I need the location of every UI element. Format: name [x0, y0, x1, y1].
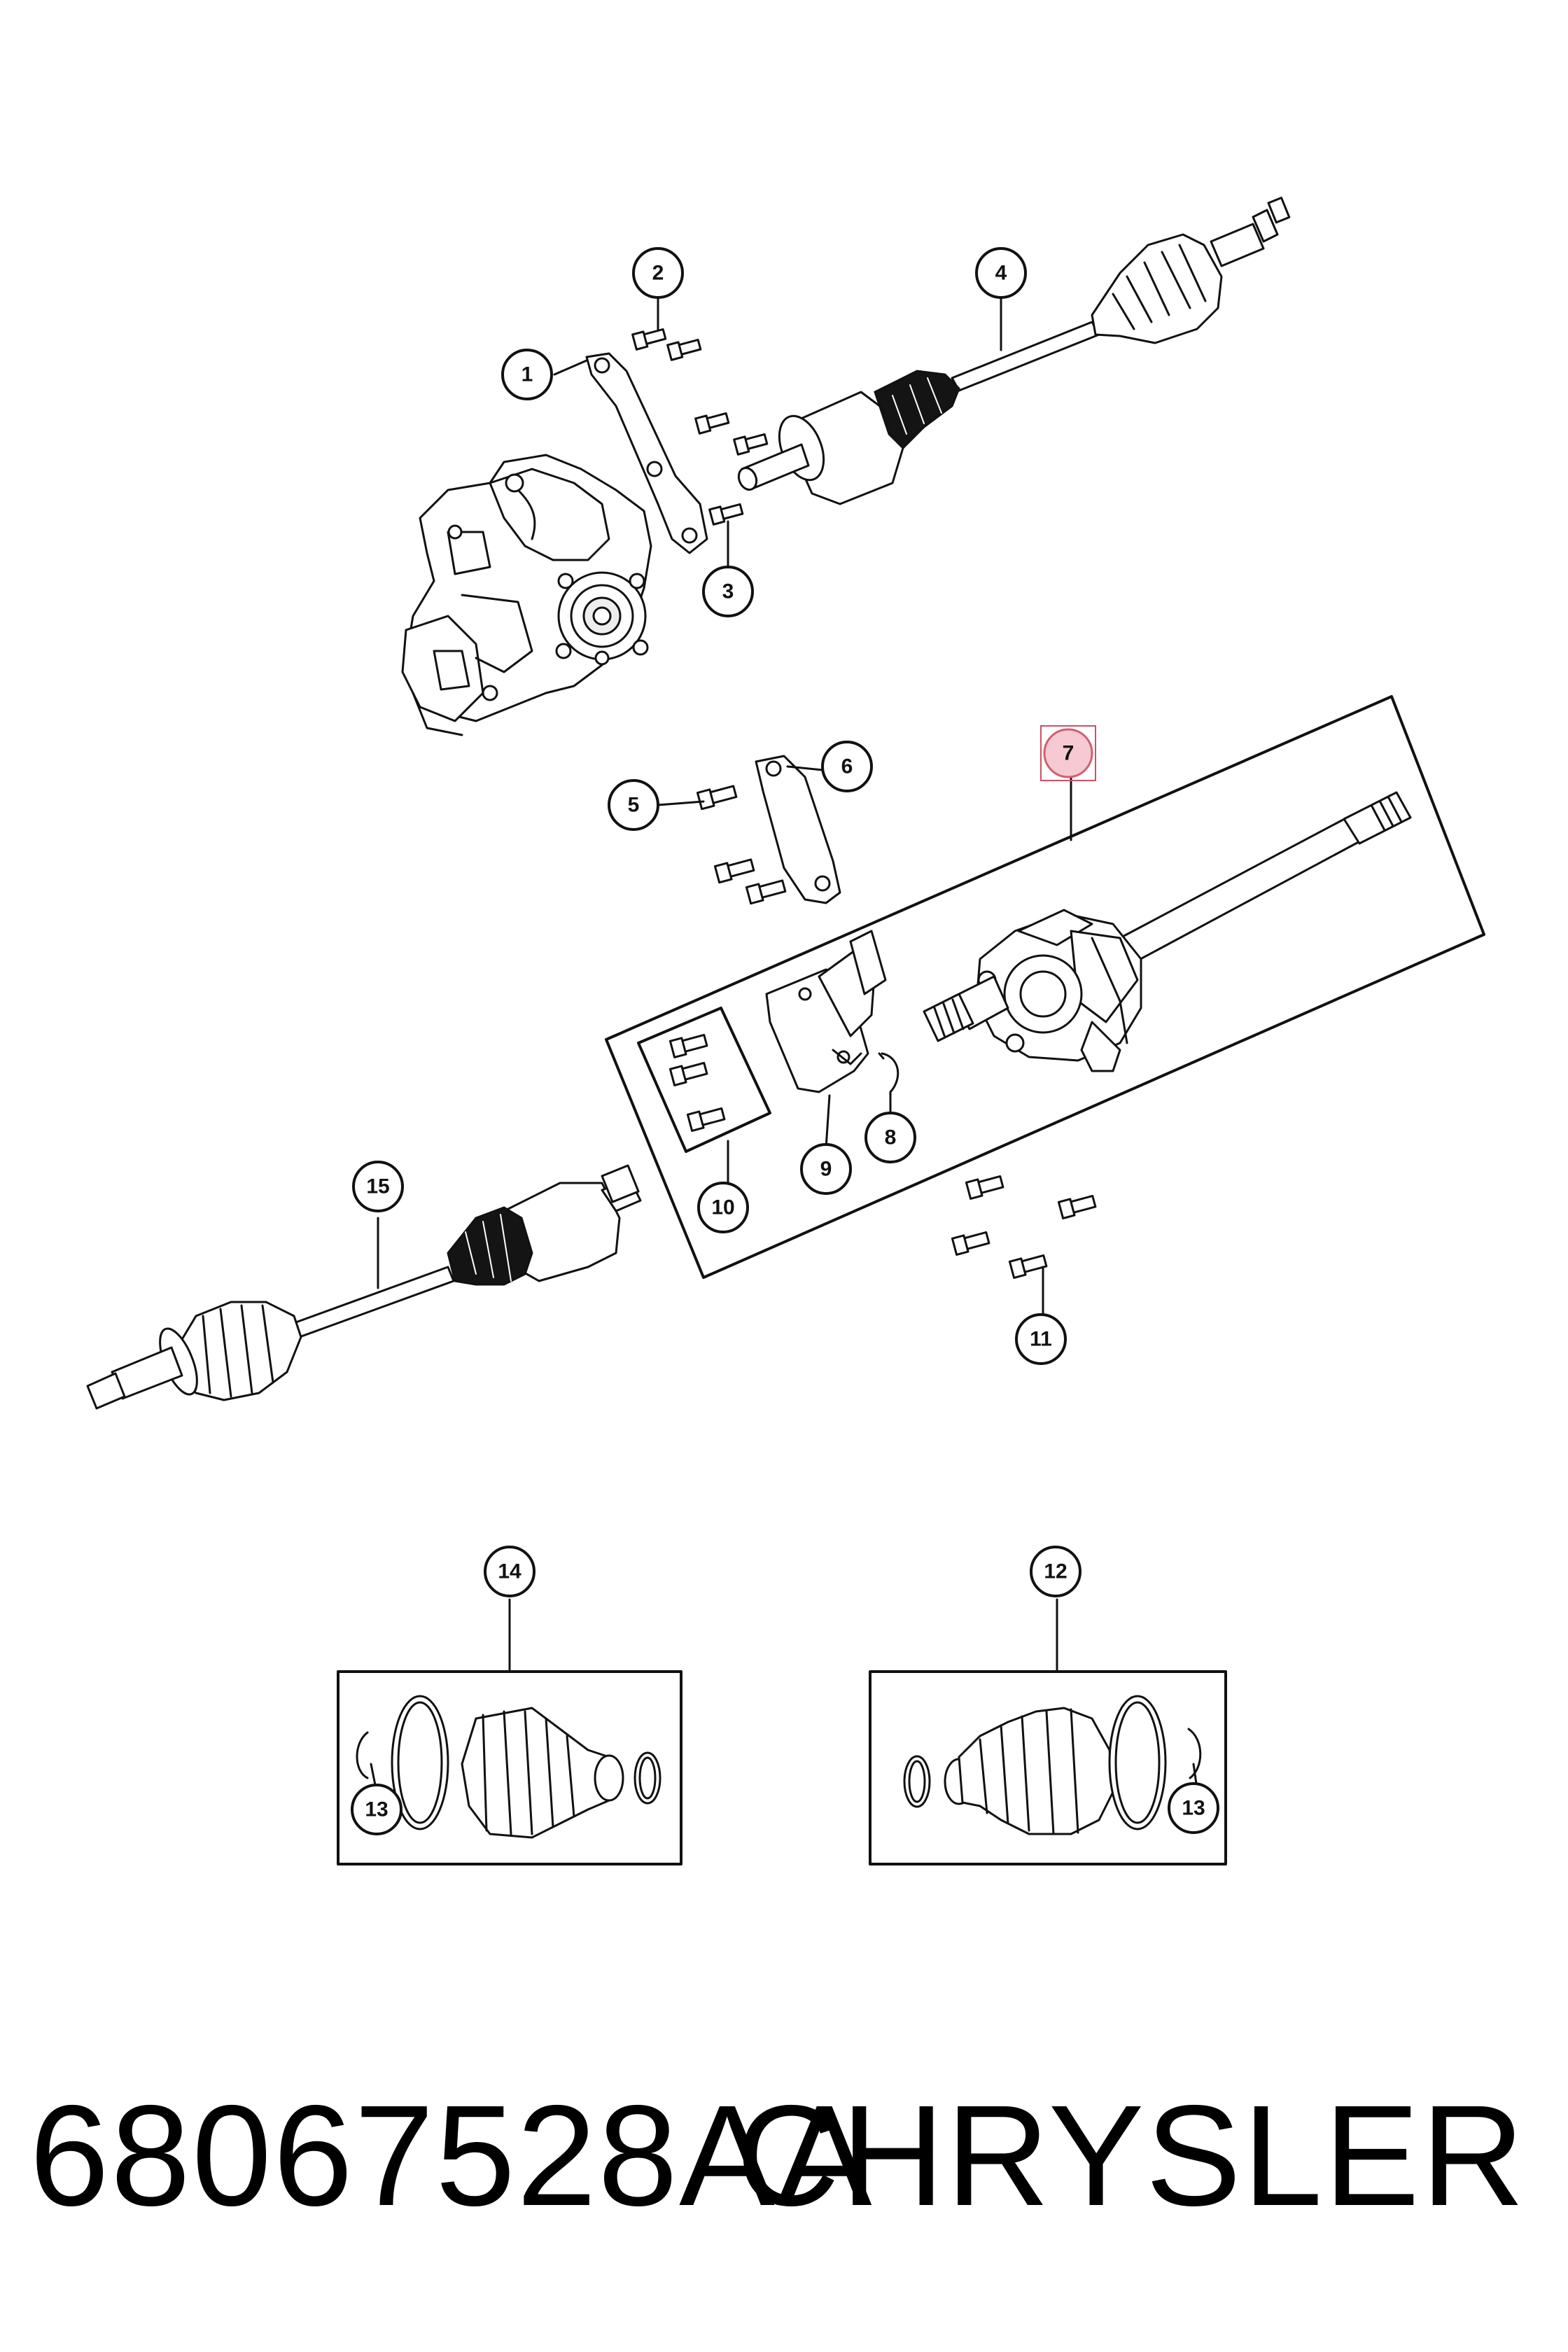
- bracket-part-1: [585, 352, 708, 554]
- callout-3[interactable]: 3: [702, 566, 754, 617]
- callout-7-highlighted[interactable]: 7: [1040, 725, 1096, 781]
- leader-lines: [370, 293, 1198, 1793]
- svg-text:9: 9: [820, 1158, 832, 1181]
- svg-text:10: 10: [711, 1196, 734, 1219]
- svg-text:6: 6: [841, 755, 853, 778]
- callout-5[interactable]: 5: [608, 779, 659, 831]
- part-number: 68067528AA: [29, 2076, 874, 2236]
- svg-text:12: 12: [1044, 1560, 1067, 1583]
- svg-text:14: 14: [498, 1560, 522, 1583]
- callout-10[interactable]: 10: [697, 1182, 749, 1233]
- boot-kit-part-12: [869, 1670, 1227, 1865]
- callout-13-left[interactable]: 13: [351, 1784, 402, 1835]
- boot-kit-part-14: [337, 1670, 682, 1865]
- callout-2[interactable]: 2: [632, 247, 684, 299]
- transfer-case-housing: [401, 454, 652, 736]
- intermediate-shaft-box: [605, 695, 1485, 1279]
- brand-name: CHRYSLER: [736, 2076, 1526, 2236]
- axle-shaft-part-15: [86, 1164, 642, 1410]
- footer: 68067528AA CHRYSLER: [0, 2072, 1568, 2240]
- svg-text:8: 8: [885, 1126, 897, 1149]
- callout-1[interactable]: 1: [501, 349, 553, 400]
- bracket-part-9: [765, 930, 887, 1093]
- svg-text:2: 2: [652, 262, 664, 285]
- callout-15[interactable]: 15: [352, 1161, 404, 1212]
- bolts-part-3: [694, 412, 769, 526]
- callout-11[interactable]: 11: [1015, 1313, 1067, 1365]
- callout-6[interactable]: 6: [821, 741, 873, 792]
- intermediate-shaft-part-7: [923, 791, 1412, 1072]
- bolts-part-2: [631, 328, 702, 361]
- callout-4[interactable]: 4: [975, 247, 1027, 299]
- callout-9[interactable]: 9: [800, 1143, 852, 1195]
- clip-part-8: [878, 1052, 899, 1093]
- bolt-kit-part-10: [637, 1007, 771, 1153]
- svg-text:11: 11: [1030, 1328, 1052, 1351]
- svg-text:4: 4: [995, 262, 1007, 285]
- axle-shaft-part-4: [737, 197, 1291, 505]
- svg-text:15: 15: [366, 1175, 389, 1198]
- svg-text:1: 1: [522, 363, 533, 386]
- callout-12[interactable]: 12: [1030, 1546, 1082, 1597]
- svg-text:13: 13: [365, 1798, 388, 1821]
- svg-text:7: 7: [1063, 742, 1074, 765]
- svg-text:3: 3: [722, 580, 734, 603]
- callout-13-right[interactable]: 13: [1168, 1782, 1219, 1834]
- bolts-part-5: [696, 785, 787, 905]
- svg-text:5: 5: [628, 794, 640, 817]
- bolts-part-11: [951, 1175, 1097, 1279]
- callout-14[interactable]: 14: [484, 1546, 536, 1597]
- svg-text:13: 13: [1182, 1797, 1205, 1820]
- callout-8[interactable]: 8: [864, 1112, 916, 1163]
